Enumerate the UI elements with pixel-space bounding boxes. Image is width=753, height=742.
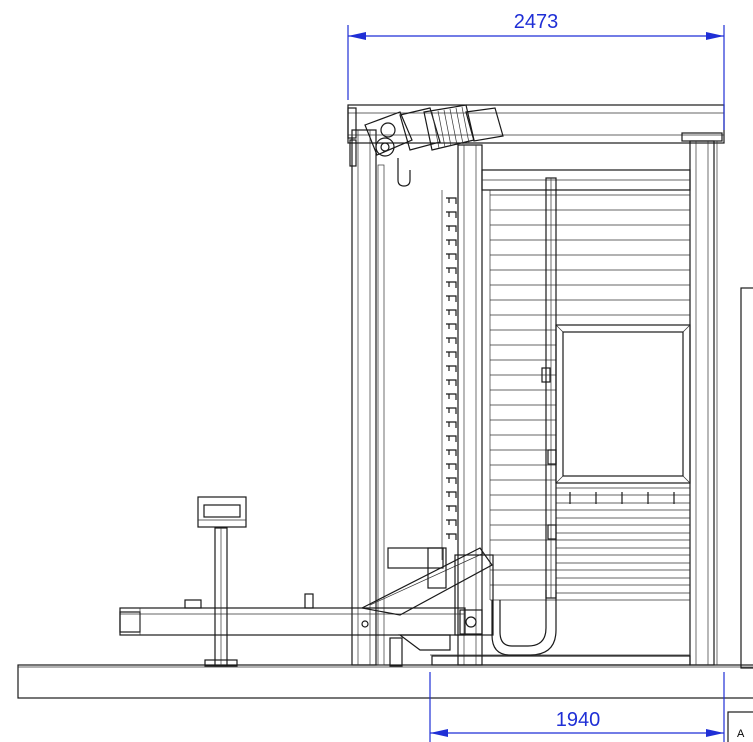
tower-right-columns [689,140,718,666]
conveyor-arm [119,547,493,651]
dimension-bottom: 1940 [429,672,725,742]
tower-left-columns [351,129,385,666]
vertical-pipe [491,177,557,656]
motor-assembly [347,104,504,187]
shelf-slats [489,190,690,601]
dimension-top: 2473 [347,11,725,130]
support-stand [197,496,247,667]
junction-box [387,547,691,667]
inspection-window [555,324,691,504]
title-block-letter: A [737,728,745,740]
dimension-top-label: 2473 [514,11,559,33]
chain-hooks [441,190,457,560]
floor-slab [17,664,753,699]
window-markers [569,492,675,504]
dimension-bottom-label: 1940 [556,709,601,731]
top-beam [347,104,725,144]
title-block: A [727,287,753,742]
